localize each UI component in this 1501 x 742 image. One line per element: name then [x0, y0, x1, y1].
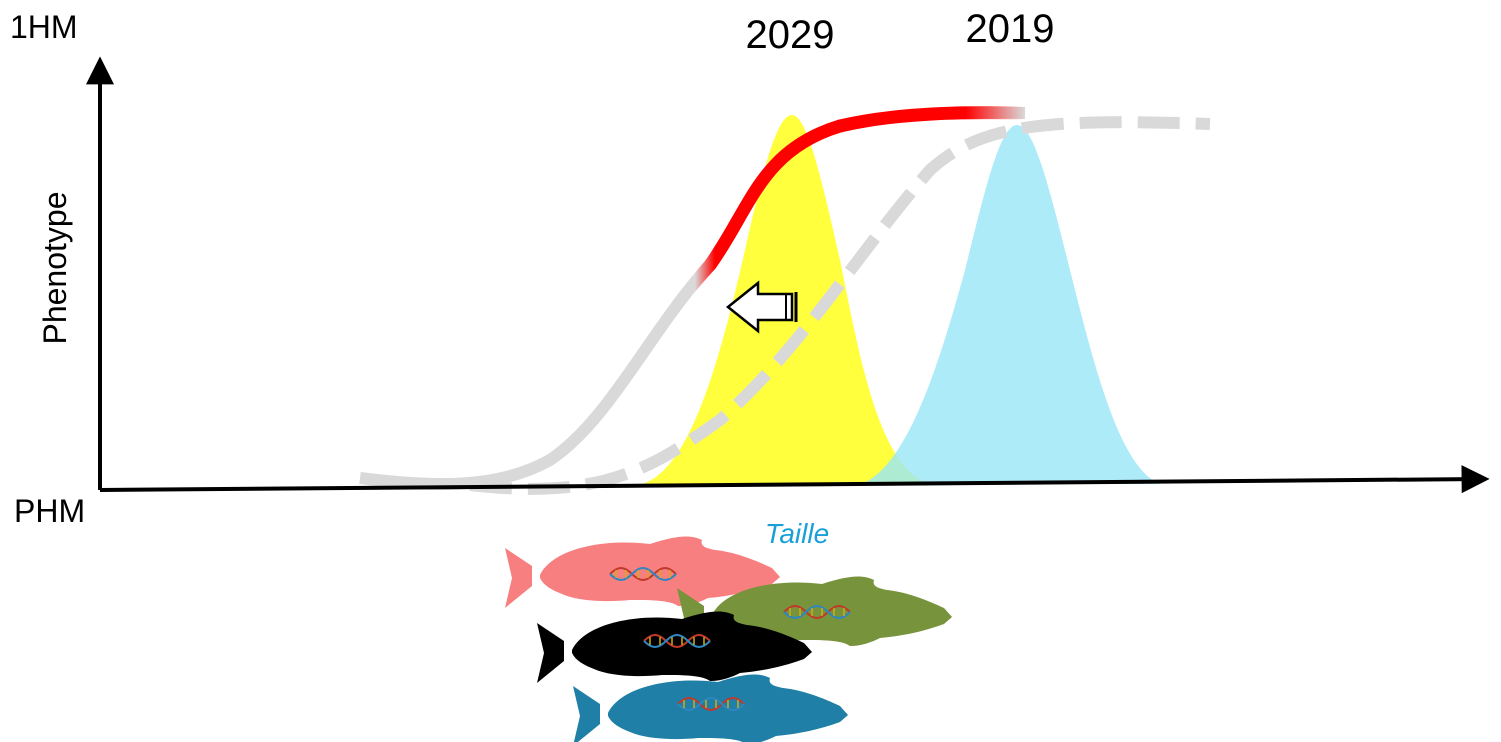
distribution-2019-blue	[862, 125, 1160, 484]
fish-teal-blue	[573, 674, 848, 742]
y-top-label: 1HM	[10, 9, 78, 45]
y-bottom-label: PHM	[14, 493, 85, 529]
shifted-curve-red	[359, 106, 1026, 491]
year-label-2019: 2019	[966, 7, 1055, 51]
original-curve-dashed	[469, 116, 1211, 495]
y-axis-title: Phenotype	[37, 191, 73, 344]
left-arrow-icon	[725, 280, 798, 334]
x-axis-title: Taille	[765, 518, 829, 549]
x-axis	[99, 465, 1490, 494]
year-label-2029: 2029	[746, 13, 835, 57]
